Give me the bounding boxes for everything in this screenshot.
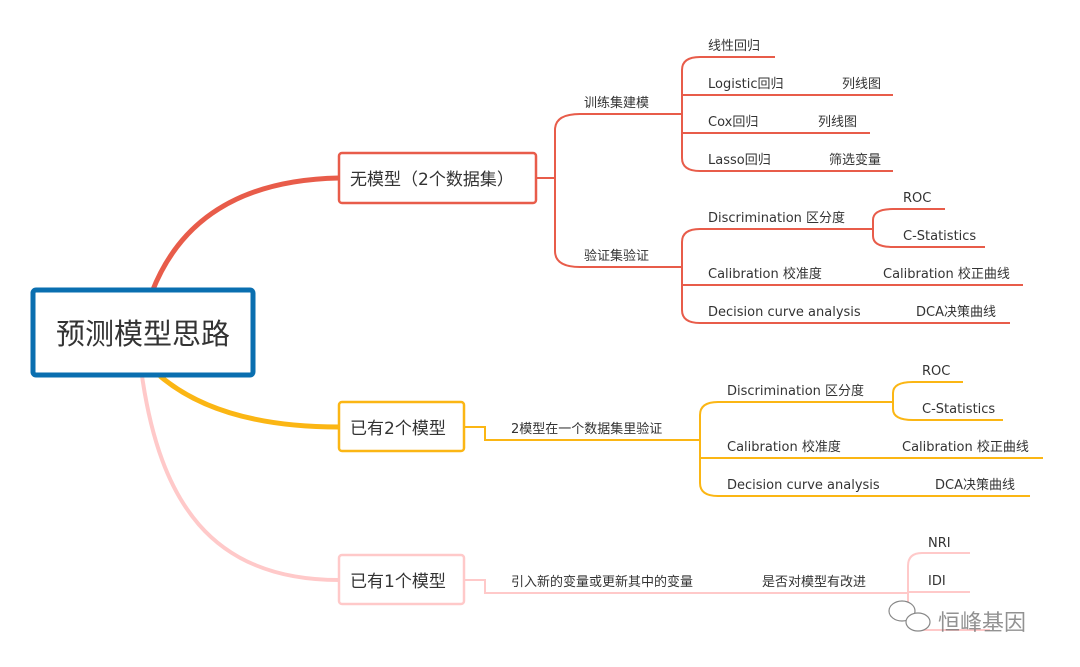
node-one-model[interactable]: 已有1个模型 <box>337 553 466 606</box>
validation-calibration: Calibration 校准度 <box>708 266 822 282</box>
validation-decision: Decision curve analysis <box>708 305 861 320</box>
one-model-question: 是否对模型有改进 <box>762 575 866 590</box>
two-calibration-sub: Calibration 校正曲线 <box>902 439 1029 455</box>
training-item-sub: 筛选变量 <box>829 152 881 168</box>
connector-one-model <box>140 375 340 582</box>
branch-two-models <box>464 381 1043 497</box>
root-node[interactable]: 预测模型思路 <box>30 287 256 378</box>
node-no-model[interactable]: 无模型（2个数据集） <box>337 151 538 205</box>
node-two-models[interactable]: 已有2个模型 <box>337 400 466 453</box>
two-roc: ROC <box>922 364 950 379</box>
training-label: 训练集建模 <box>584 95 649 111</box>
node-two-models-label: 已有2个模型 <box>350 419 446 439</box>
wechat-icon <box>888 600 931 632</box>
validation-decision-sub: DCA决策曲线 <box>916 304 996 320</box>
root-label: 预测模型思路 <box>56 317 230 351</box>
one-nri: NRI <box>928 536 951 551</box>
two-cstat: C-Statistics <box>922 402 995 417</box>
two-calibration: Calibration 校准度 <box>727 439 841 455</box>
node-one-model-label: 已有1个模型 <box>350 572 446 592</box>
two-discrimination: Discrimination 区分度 <box>727 383 864 399</box>
validation-label: 验证集验证 <box>584 248 649 264</box>
validation-discrimination: Discrimination 区分度 <box>708 210 845 226</box>
training-item-sub: 列线图 <box>818 115 857 130</box>
connector-no-model <box>149 175 340 293</box>
connector-two-models <box>158 374 340 430</box>
branch-no-model <box>536 56 1023 324</box>
training-item: 线性回归 <box>708 39 760 54</box>
watermark-text: 恒峰基因 <box>938 611 1026 636</box>
one-idi: IDI <box>928 574 946 589</box>
training-item: Cox回归 <box>708 115 758 130</box>
validation-cstat: C-Statistics <box>903 229 976 244</box>
training-item-sub: 列线图 <box>842 77 881 92</box>
two-models-step: 2模型在一个数据集里验证 <box>511 421 662 437</box>
training-item: Lasso回归 <box>708 153 771 168</box>
one-model-step: 引入新的变量或更新其中的变量 <box>511 574 693 590</box>
validation-roc: ROC <box>903 191 931 206</box>
validation-calibration-sub: Calibration 校正曲线 <box>883 266 1010 282</box>
node-no-model-label: 无模型（2个数据集） <box>350 170 514 190</box>
two-decision: Decision curve analysis <box>727 478 880 493</box>
watermark: 恒峰基因 <box>888 600 1026 636</box>
training-item: Logistic回归 <box>708 77 783 92</box>
two-decision-sub: DCA决策曲线 <box>935 477 1015 493</box>
